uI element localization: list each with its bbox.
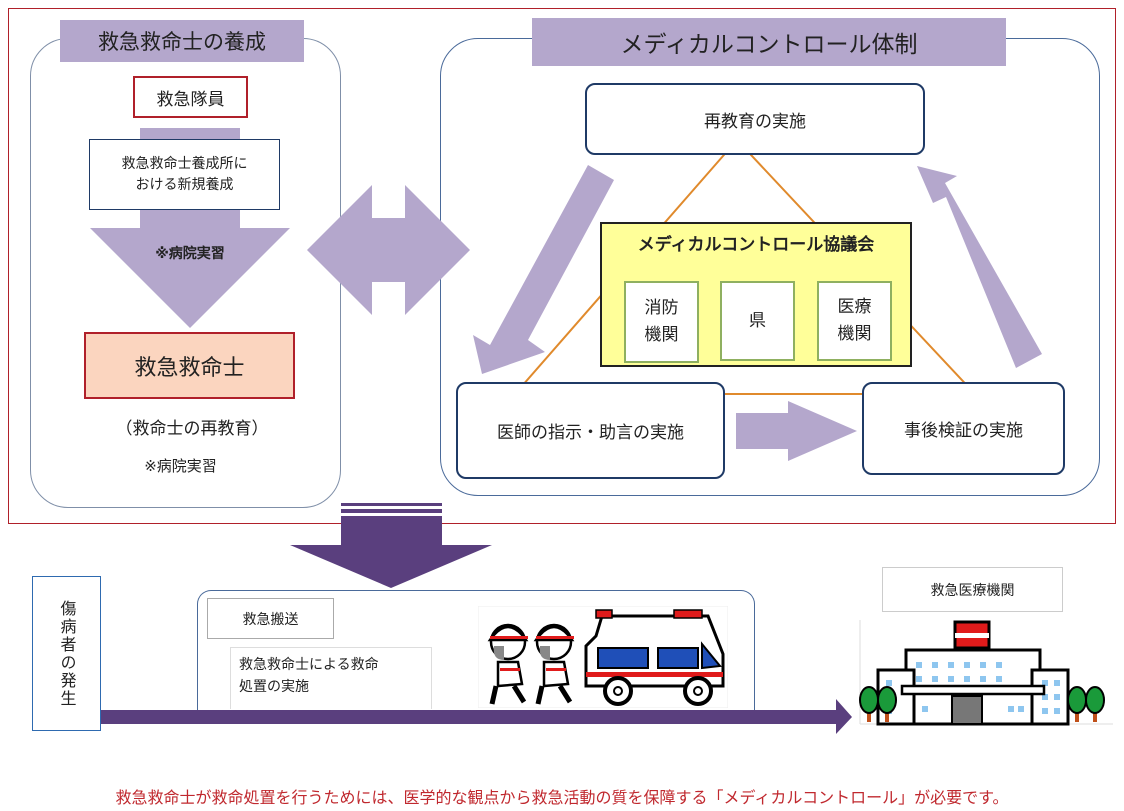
ambulance-illustration [478, 606, 728, 708]
doctor-instruction-box: 医師の指示・助言の実施 [456, 382, 725, 479]
hospital-training-label: ※病院実習 [155, 246, 225, 262]
retraining-label: （救命士の再教育） [115, 418, 269, 439]
transport-label: 救急搬送 [207, 598, 334, 639]
paramedic-icon [533, 623, 575, 705]
council-member-prefecture: 県 [720, 281, 795, 361]
arrow-stripe-1 [341, 503, 442, 506]
top-section-frame [8, 8, 1116, 524]
big-down-arrow [290, 516, 492, 588]
training-title: 救急救命士の養成 [60, 20, 304, 62]
training-center-line2: おける新規養成 [135, 176, 234, 193]
retraining-hospital-label: ※病院実習 [144, 456, 217, 475]
bidirectional-arrow [307, 185, 470, 315]
arrow-stripe-2 [341, 509, 442, 513]
member-line1: 医療 [837, 297, 872, 317]
paramedic-icon [487, 623, 529, 705]
timeline-arrow [101, 699, 852, 734]
council-title: メディカルコントロール協議会 [637, 235, 875, 255]
member-line2: 機関 [837, 324, 872, 344]
treatment-line2: 処置の実施 [239, 679, 309, 695]
member-line1: 消防 [644, 298, 679, 318]
treatment-box: 救急救命士による救命 処置の実施 [230, 647, 432, 709]
arrow-to-doctor-instruction [473, 165, 614, 374]
member-line1: 県 [749, 310, 766, 331]
council-member-fire-dept: 消防 機関 [624, 281, 699, 363]
treatment-line1: 救急救命士による救命 [239, 657, 379, 673]
ambulance-vehicle-icon [584, 609, 725, 706]
training-center-line1: 救急救命士養成所に [121, 155, 248, 172]
post-verification-box: 事後検証の実施 [862, 382, 1065, 475]
tree-icon [859, 686, 1105, 722]
patient-occurrence-box: 傷病者の発生 [32, 576, 101, 731]
council-member-medical-inst: 医療 機関 [817, 281, 892, 361]
paramedic-box: 救急救命士 [84, 332, 295, 399]
reeducation-box: 再教育の実施 [585, 83, 925, 155]
arrow-to-post-verification [736, 401, 857, 461]
ambulance-crew-box: 救急隊員 [133, 76, 248, 118]
hospital-illustration [859, 620, 1113, 726]
medical-control-title: メディカルコントロール体制 [532, 18, 1006, 66]
arrow-to-reeducation [917, 166, 1042, 368]
training-center-box: 救急救命士養成所に おける新規養成 [89, 139, 280, 210]
footer-message: 救急救命士が救命処置を行うためには、医学的な観点から救急活動の質を保障する「メデ… [115, 788, 1009, 807]
member-line2: 機関 [644, 325, 679, 345]
hospital-label: 救急医療機関 [882, 567, 1063, 612]
council-box: メディカルコントロール協議会 消防 機関 県 医療 機関 [600, 222, 912, 367]
